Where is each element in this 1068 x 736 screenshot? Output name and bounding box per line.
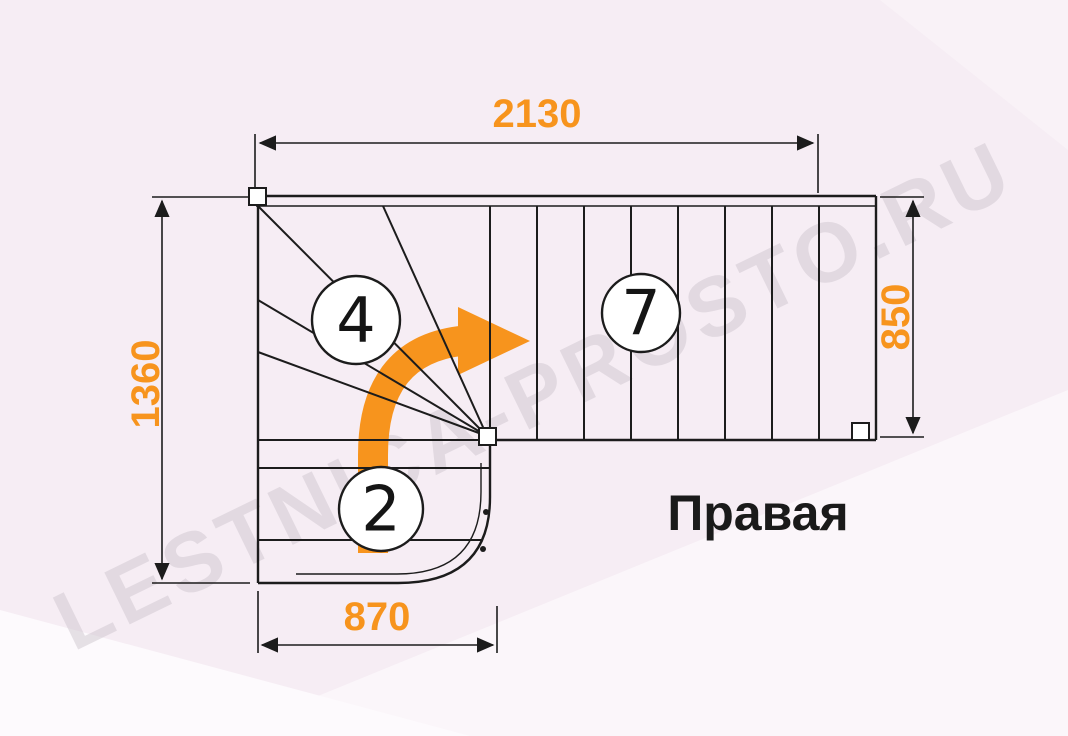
straight-step-badge: 7 <box>600 272 682 354</box>
dimension-bottom <box>257 591 498 653</box>
dimension-left <box>152 196 250 584</box>
lower-step-badge: 2 <box>337 465 425 553</box>
winder-step-count: 4 <box>336 284 375 357</box>
newel-posts <box>248 187 870 552</box>
dimension-right-label: 850 <box>874 284 918 351</box>
dimension-right <box>880 196 924 438</box>
winder-step-badge: 4 <box>310 274 402 366</box>
dimension-top <box>254 134 819 193</box>
dimension-top-label: 2130 <box>493 92 582 136</box>
dimension-bottom-label: 870 <box>344 595 411 639</box>
dimension-left-label: 1360 <box>124 340 168 429</box>
lower-step-count: 2 <box>361 473 400 546</box>
straight-step-count: 7 <box>621 277 660 350</box>
side-label: Правая <box>667 485 848 541</box>
